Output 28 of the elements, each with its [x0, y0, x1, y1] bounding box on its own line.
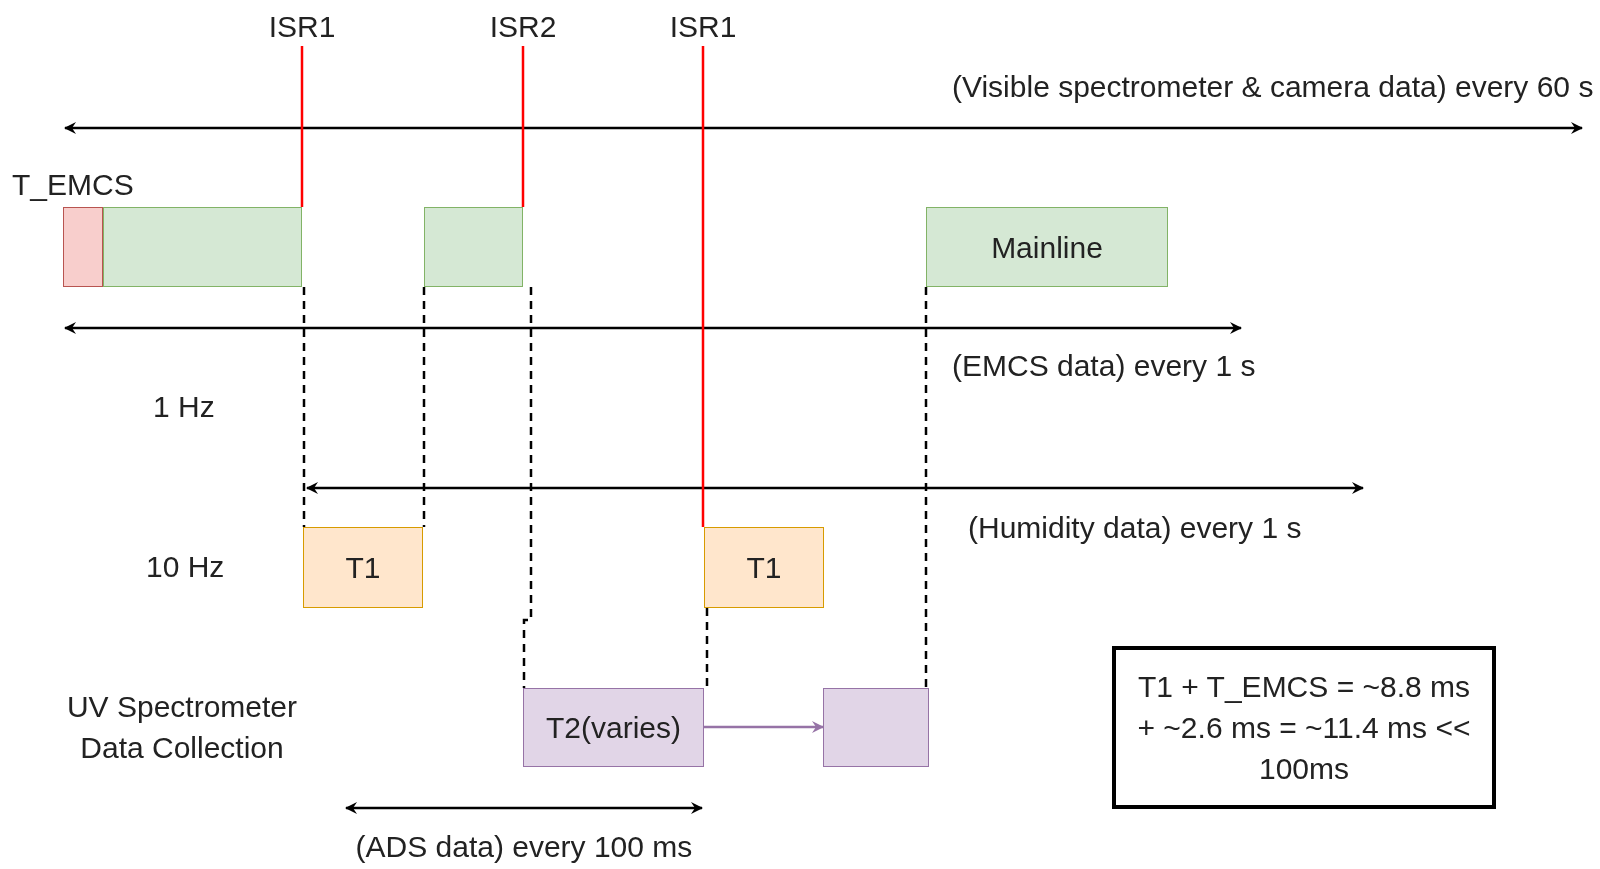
connector-line	[701, 46, 705, 527]
interrupt-label: ISR2	[483, 6, 563, 46]
process-box: Mainline	[926, 207, 1168, 287]
task-box: T2(varies)	[523, 688, 704, 767]
task-label: T_EMCS	[12, 167, 134, 203]
range-label: (Humidity data) every 1 s	[968, 510, 1302, 546]
empty-box	[823, 688, 929, 767]
note-box: T1 + T_EMCS = ~8.8 ms + ~2.6 ms = ~11.4 ms << 100ms	[1112, 646, 1496, 809]
connector-line	[521, 46, 525, 207]
dashed-guide-line	[422, 287, 426, 527]
empty-box	[63, 207, 103, 287]
arrow	[704, 721, 824, 733]
dashed-guide-line	[522, 287, 533, 688]
interrupt-label: ISR1	[262, 6, 342, 46]
dashed-guide-line	[924, 287, 928, 688]
task-box: T1	[303, 527, 423, 608]
range-label: (ADS data) every 100 ms	[355, 829, 693, 865]
task-label: UV Spectrometer Data Collection	[65, 689, 299, 766]
interrupt-label: ISR1	[663, 6, 743, 46]
connector-line	[300, 46, 304, 207]
empty-box	[424, 207, 523, 287]
range-label: (Visible spectrometer & camera data) every 60 s	[952, 69, 1594, 105]
task-box: T1	[704, 527, 824, 608]
rate-label: 1 Hz	[153, 389, 215, 425]
dashed-guide-line	[705, 608, 709, 688]
range-label: (EMCS data) every 1 s	[952, 348, 1256, 384]
dashed-guide-line	[302, 287, 306, 527]
rate-label: 10 Hz	[146, 549, 225, 585]
